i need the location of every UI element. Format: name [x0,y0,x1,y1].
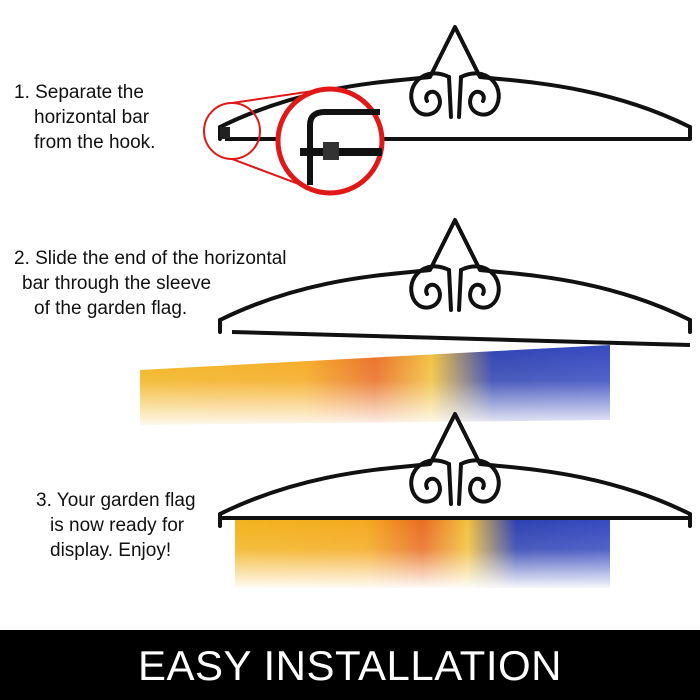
step-3-line: display. Enjoy! [50,540,172,561]
step-1-text: 1. Separate the horizontal bar from the … [14,80,214,155]
step-3-text: 3. Your garden flag is now ready for dis… [36,488,226,563]
step-2-line: 2. Slide the end of the horizontal [14,248,287,269]
step-1-line: horizontal bar [34,107,150,128]
step-2-line: of the garden flag. [34,298,188,319]
flag-step-3 [233,516,613,590]
step-2-line: bar through the sleeve [22,273,212,294]
magnifier-callout [203,86,385,196]
step-1-line: 1. Separate the [14,82,144,103]
hanger-step-2 [218,218,692,347]
flag-step-2 [140,340,612,430]
step-3-line: is now ready for [50,515,185,536]
step-3-line: 3. Your garden flag [36,490,196,511]
step-2-text: 2. Slide the end of the horizontal bar t… [14,246,324,321]
hanger-step-3 [218,412,692,528]
banner-title: EASY INSTALLATION [0,630,700,700]
step-1-line: from the hook. [34,132,156,153]
